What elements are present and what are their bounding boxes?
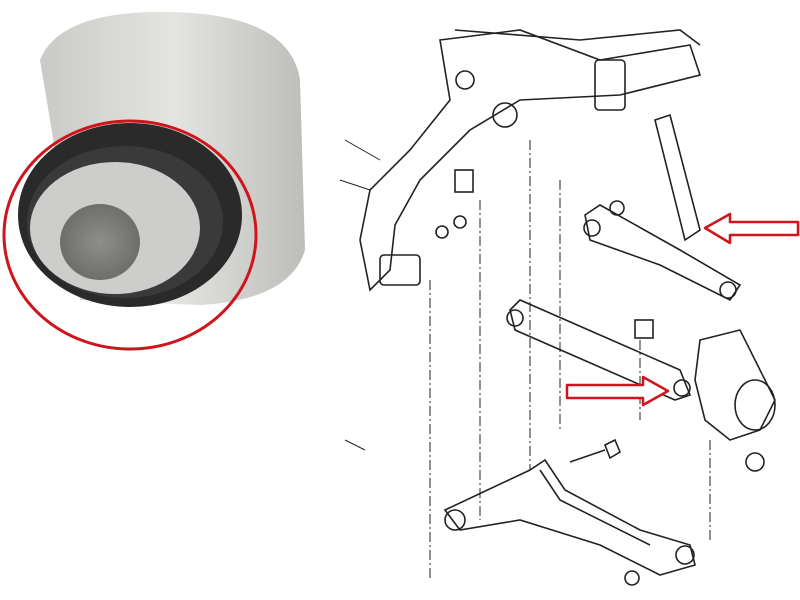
bore-hole (60, 204, 140, 280)
highlight-circle (2, 119, 258, 351)
suspension-diagram (339, 29, 776, 586)
bushing-photo (2, 11, 305, 351)
arrow-right-icon (565, 375, 670, 407)
arrow-left-icon (703, 212, 800, 245)
